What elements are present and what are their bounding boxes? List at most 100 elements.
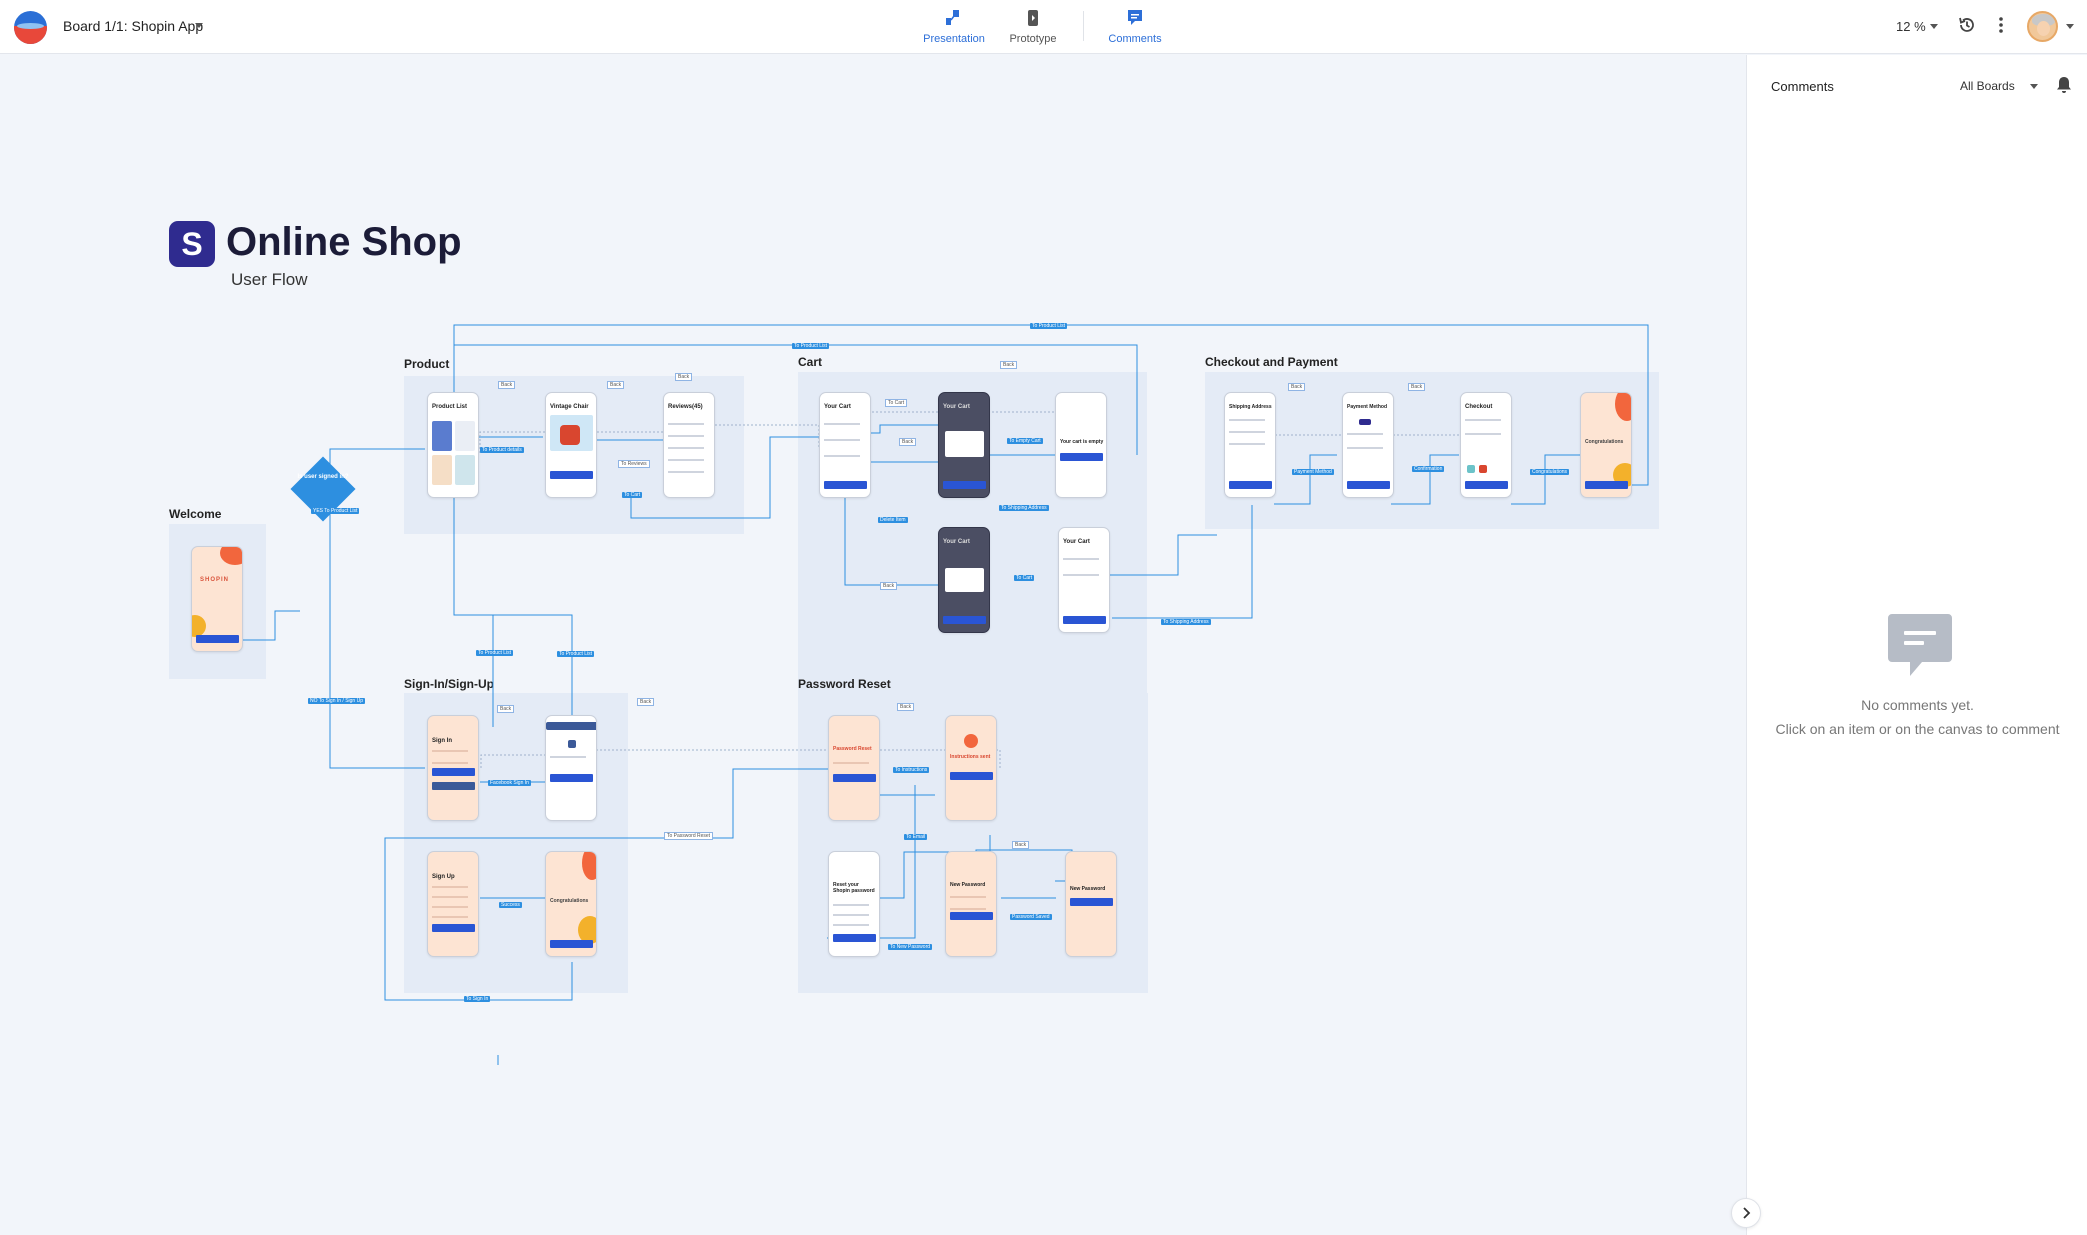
link-back-signin[interactable]: Back <box>497 705 515 713</box>
section-title-checkout: Checkout and Payment <box>1205 355 1338 369</box>
screen-facebook-sign-in[interactable] <box>545 715 597 821</box>
sign-up-congratulations-title: Congratulations <box>550 898 589 904</box>
link-back-cart[interactable]: Back <box>1000 361 1018 369</box>
link-back-reviews[interactable]: Back <box>675 373 693 381</box>
link-back-password[interactable]: Back <box>897 703 915 711</box>
link-to-product-list-top[interactable]: To Product List <box>1030 323 1068 329</box>
screen-welcome[interactable]: SHOPIN <box>191 546 243 652</box>
link-back-chair[interactable]: Back <box>607 381 625 389</box>
decision-label: Is user signed in? <box>297 474 349 480</box>
link-to-product-list-cart[interactable]: To Product List <box>792 343 830 349</box>
link-to-cart-updated[interactable]: To Cart <box>1014 575 1035 581</box>
more-icon[interactable] <box>1993 15 2009 35</box>
screen-vintage-chair[interactable]: Vintage Chair <box>545 392 597 498</box>
link-payment-method[interactable]: Payment Method <box>1292 469 1334 475</box>
zoom-level[interactable]: 12 % <box>1896 19 1926 34</box>
board-canvas[interactable]: S Online Shop User Flow Welcome Product … <box>0 55 1746 1235</box>
link-back-dialog[interactable]: Back <box>899 438 917 446</box>
link-to-reviews[interactable]: To Reviews <box>618 460 650 468</box>
link-to-new-password[interactable]: To New Password <box>888 944 933 950</box>
screen-sign-up[interactable]: Sign Up <box>427 851 479 957</box>
screen-cart-remove-dialog[interactable]: Your Cart <box>938 527 990 633</box>
screen-checkout[interactable]: Checkout <box>1460 392 1512 498</box>
link-back-payment[interactable]: Back <box>1408 383 1426 391</box>
link-to-product-list-signin[interactable]: To Product List <box>476 650 514 656</box>
password-reset-title: Password Reset <box>833 746 872 752</box>
link-back-product[interactable]: Back <box>498 381 516 389</box>
link-yes-to-product-list[interactable]: YES To Product List <box>311 508 360 514</box>
checkout-title: Checkout <box>1465 404 1493 410</box>
link-confirmation[interactable]: Confirmation <box>1412 466 1445 472</box>
screen-reset-email[interactable]: Reset your Shopin password <box>828 851 880 957</box>
board-dropdown-icon[interactable] <box>195 23 203 28</box>
link-back-shipping[interactable]: Back <box>1288 383 1306 391</box>
screen-product-list[interactable]: Product List <box>427 392 479 498</box>
link-back-remove[interactable]: Back <box>880 582 898 590</box>
link-to-cart-dialog[interactable]: To Cart <box>885 399 908 407</box>
cart-dialog-title: Your Cart <box>943 404 970 410</box>
board-title[interactable]: Board 1/1: Shopin App <box>63 18 204 34</box>
comments-mode-button[interactable]: Comments <box>1106 7 1164 47</box>
section-title-product: Product <box>404 357 450 371</box>
presentation-mode-button[interactable]: Presentation <box>921 7 987 47</box>
bell-icon[interactable] <box>2056 76 2072 94</box>
screen-your-cart[interactable]: Your Cart <box>819 392 871 498</box>
comments-label: Comments <box>1108 33 1162 45</box>
empty-comments-icon <box>1888 614 1952 676</box>
comments-filter[interactable]: All Boards <box>1960 79 2015 93</box>
link-to-shipping-address-2[interactable]: To Shipping Address <box>1161 619 1211 625</box>
screen-password-reset[interactable]: Password Reset <box>828 715 880 821</box>
link-to-product-details[interactable]: To Product details <box>480 447 524 453</box>
link-to-product-list-facebook[interactable]: To Product List <box>557 651 595 657</box>
empty-comments-title: No comments yet. <box>1861 697 1974 713</box>
reviews-title: Reviews(45) <box>668 404 703 410</box>
screen-reviews[interactable]: Reviews(45) <box>663 392 715 498</box>
link-to-instructions[interactable]: To Instructions <box>893 767 930 773</box>
screen-sign-in[interactable]: Sign In <box>427 715 479 821</box>
board-heading: Online Shop <box>226 220 462 264</box>
screen-sign-up-congratulations[interactable]: Congratulations <box>545 851 597 957</box>
screen-new-password[interactable]: New Password <box>945 851 997 957</box>
vintage-chair-title: Vintage Chair <box>550 404 589 410</box>
zoom-dropdown-icon[interactable] <box>1930 24 1938 29</box>
screen-checkout-congratulations[interactable]: Congratulations <box>1580 392 1632 498</box>
link-facebook-sign-in[interactable]: Facebook Sign In <box>488 780 531 786</box>
comments-icon <box>1128 10 1142 25</box>
section-title-welcome: Welcome <box>169 507 222 521</box>
app-logo[interactable] <box>14 11 47 44</box>
link-to-password-reset[interactable]: To Password Reset <box>664 832 714 840</box>
link-to-shipping-address[interactable]: To Shipping Address <box>999 505 1049 511</box>
prototype-mode-button[interactable]: Prototype <box>1005 7 1061 47</box>
screen-cart-delete-dialog[interactable]: Your Cart <box>938 392 990 498</box>
cart-remove-title: Your Cart <box>943 539 970 545</box>
screen-cart-updated[interactable]: Your Cart <box>1058 527 1110 633</box>
board-subheading: User Flow <box>231 270 308 289</box>
collapse-panel-button[interactable] <box>1731 1198 1761 1228</box>
welcome-brand: SHOPIN <box>200 577 230 583</box>
section-title-password: Password Reset <box>798 677 891 691</box>
cart-empty-title: Your cart is empty <box>1060 439 1104 445</box>
link-congratulations[interactable]: Congratulations <box>1530 469 1570 475</box>
product-list-title: Product List <box>432 404 468 410</box>
screen-shipping-address[interactable]: Shipping Address <box>1224 392 1276 498</box>
link-delete-item[interactable]: Delete Item <box>878 517 908 523</box>
link-to-email[interactable]: To Email <box>904 834 928 840</box>
link-success[interactable]: Success <box>499 902 522 908</box>
screen-instructions-sent[interactable]: Instructions sent <box>945 715 997 821</box>
screen-payment-method[interactable]: Payment Method <box>1342 392 1394 498</box>
screen-new-password-saved[interactable]: New Password <box>1065 851 1117 957</box>
reset-email-title: Reset your Shopin password <box>833 882 875 894</box>
screen-cart-empty[interactable]: Your cart is empty <box>1055 392 1107 498</box>
link-to-empty-cart[interactable]: To Empty Cart <box>1007 438 1043 444</box>
link-to-cart[interactable]: To Cart <box>622 492 643 498</box>
user-menu-dropdown-icon[interactable] <box>2066 24 2074 29</box>
link-no-to-sign-in[interactable]: NO To Sign In / Sign Up <box>308 698 365 704</box>
history-icon[interactable] <box>1958 16 1976 34</box>
filter-dropdown-icon[interactable] <box>2030 84 2038 89</box>
link-password-saved[interactable]: Password Saved <box>1010 914 1052 920</box>
comments-panel: Comments All Boards No comments yet. Cli… <box>1746 55 2087 1235</box>
avatar[interactable] <box>2027 11 2058 42</box>
link-back-new-password[interactable]: Back <box>1012 841 1030 849</box>
link-back-facebook[interactable]: Back <box>637 698 655 706</box>
link-to-sign-in[interactable]: To Sign In <box>464 996 491 1002</box>
